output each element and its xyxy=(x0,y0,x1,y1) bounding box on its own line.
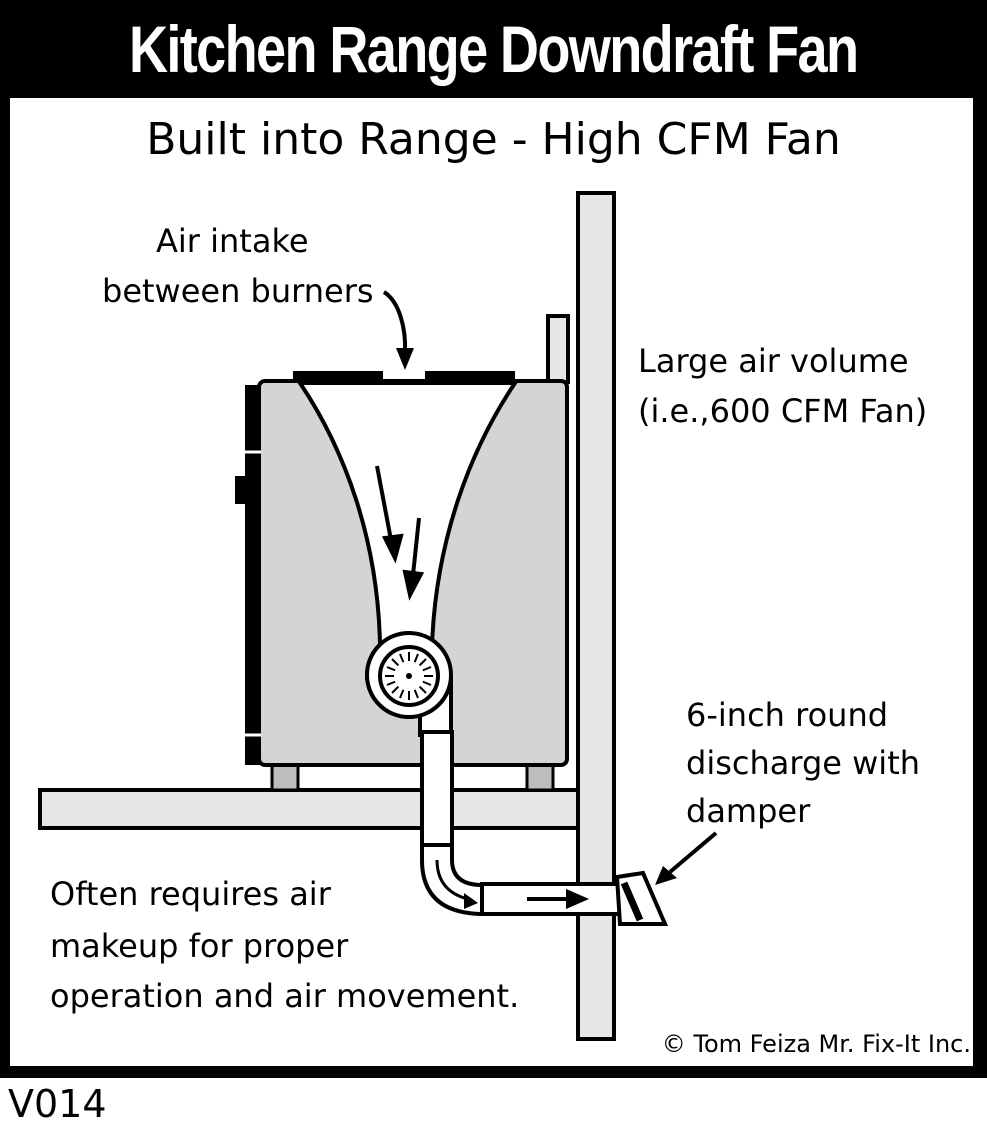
copyright-credit: © Tom Feiza Mr. Fix-It Inc. xyxy=(661,1030,971,1058)
duct-vertical xyxy=(420,730,454,850)
backsplash xyxy=(546,314,570,384)
makeup-label-line1: Often requires air xyxy=(50,875,331,913)
air-volume-label-line1: Large air volume xyxy=(638,342,909,380)
burner-right xyxy=(425,371,515,383)
burner-left xyxy=(293,371,383,383)
figure-code: V014 xyxy=(8,1082,107,1126)
page-title: Kitchen Range Downdraft Fan xyxy=(129,12,859,86)
air-volume-label-line2: (i.e.,600 CFM Fan) xyxy=(638,392,928,430)
range-foot-right xyxy=(525,762,555,792)
discharge-label-line3: damper xyxy=(686,792,811,830)
air-intake-label-line2: between burners xyxy=(102,272,374,310)
air-intake-label-line1: Air intake xyxy=(156,222,309,260)
makeup-label-line2: makeup for proper xyxy=(50,927,349,965)
range-foot-left xyxy=(270,762,300,792)
range-front-panel xyxy=(245,385,261,765)
elbow-arrow xyxy=(464,893,478,909)
makeup-label-line3: operation and air movement. xyxy=(50,977,520,1015)
airflow-arrows-down xyxy=(375,465,425,601)
discharge-label-arrow xyxy=(668,831,718,874)
title-bar: Kitchen Range Downdraft Fan xyxy=(0,0,987,98)
airflow-arrow-right xyxy=(527,888,589,910)
floor xyxy=(38,788,580,830)
discharge-label-line1: 6-inch round xyxy=(686,696,889,734)
intake-label-arrow xyxy=(382,290,408,353)
subtitle: Built into Range - High CFM Fan xyxy=(146,114,841,165)
range-knob xyxy=(235,476,249,504)
discharge-label-line2: discharge with xyxy=(686,744,921,782)
